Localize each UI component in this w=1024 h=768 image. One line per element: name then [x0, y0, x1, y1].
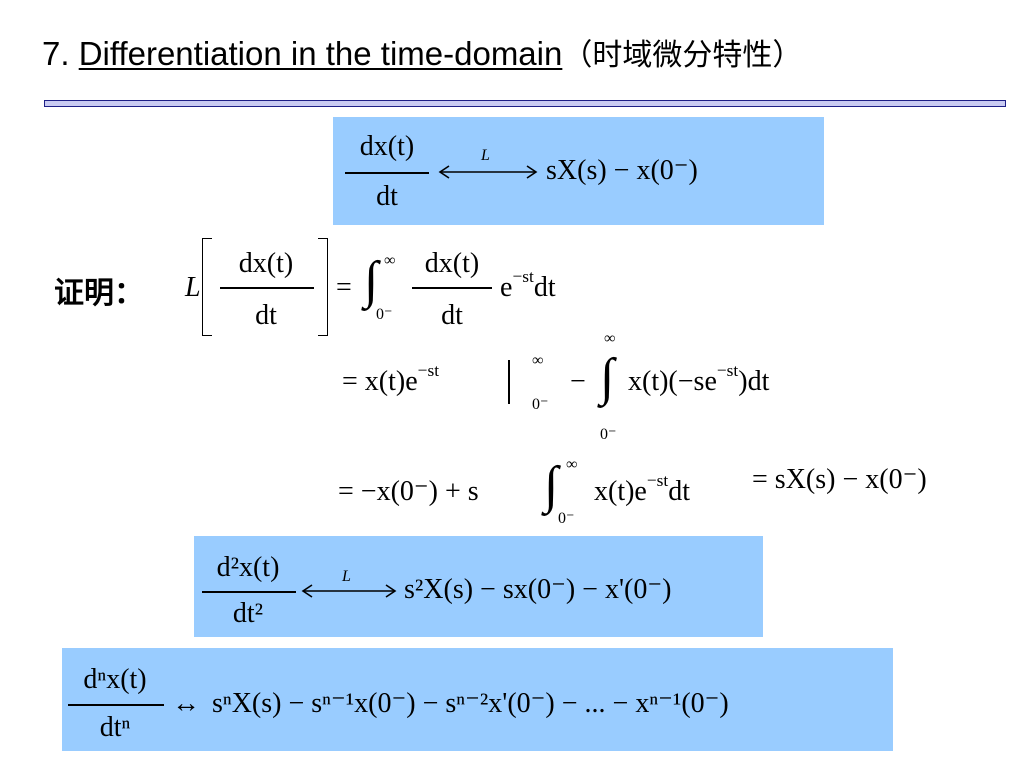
fraction-denominator: dt²: [232, 598, 264, 629]
laplace-arrow-icon: [301, 584, 397, 598]
proof-fraction-bar: [220, 287, 314, 289]
by-parts-boundary-term: = x(t)e−st: [342, 361, 440, 397]
slide-title: 7. Differentiation in the time-domain（时域…: [42, 30, 802, 74]
integral-sign: ∫: [600, 349, 615, 406]
integrand-denominator: dt: [441, 300, 463, 331]
fraction-numerator: dⁿx(t): [83, 664, 147, 695]
integral-upper-limit: ∞: [384, 252, 396, 269]
formula-box-second-derivative: d²x(t) dt² L s²X(s) − sx(0⁻) − x'(0⁻): [194, 536, 763, 637]
left-bracket: [202, 238, 212, 336]
evaluation-upper-limit: ∞: [532, 352, 544, 369]
kernel-term: e−stdt: [500, 267, 556, 303]
integrand-fraction-bar: [412, 287, 492, 289]
integral-lower-limit: 0⁻: [376, 306, 393, 323]
right-bracket: [318, 238, 328, 336]
transform-result: sⁿX(s) − sⁿ⁻¹x(0⁻) − sⁿ⁻²x'(0⁻) − ... − …: [212, 688, 729, 719]
integral-lower-limit: 0⁻: [600, 426, 617, 443]
simplified-boundary-term: = −x(0⁻) + s: [338, 476, 479, 507]
proof-result: = sX(s) − x(0⁻): [752, 464, 927, 495]
integral-upper-limit: ∞: [604, 330, 616, 347]
integral-sign: ∫: [544, 457, 559, 514]
transform-pair-arrow: ↔: [172, 688, 200, 719]
fraction-denominator: dt: [376, 181, 398, 212]
title-number: 7.: [42, 35, 70, 72]
fraction-bar: [345, 172, 429, 174]
fraction-bar: [202, 591, 296, 593]
proof-fraction-denominator: dt: [255, 300, 277, 331]
formula-box-first-derivative: dx(t) dt L sX(s) − x(0⁻): [333, 117, 824, 225]
remaining-integral-term: x(t)e−stdt: [594, 471, 691, 507]
title-chinese: （时域微分特性）: [562, 38, 803, 73]
proof-fraction-numerator: dx(t): [238, 248, 294, 279]
equals-sign: =: [336, 272, 352, 303]
integrand-numerator: dx(t): [424, 248, 480, 279]
laplace-operator: L: [185, 272, 201, 303]
fraction-numerator: d²x(t): [216, 552, 280, 583]
transform-result: s²X(s) − sx(0⁻) − x'(0⁻): [404, 574, 672, 605]
evaluation-bar: [508, 360, 510, 404]
laplace-arrow-icon: [438, 165, 538, 179]
integral-upper-limit: ∞: [566, 456, 578, 473]
fraction-denominator: dtⁿ: [99, 712, 131, 743]
laplace-operator-label: L: [481, 147, 490, 164]
laplace-operator-label: L: [342, 568, 351, 585]
title-text: Differentiation in the time-domain: [78, 35, 563, 72]
fraction-numerator: dx(t): [359, 131, 415, 162]
integral-lower-limit: 0⁻: [558, 510, 575, 527]
by-parts-integral-term: x(t)(−se−st)dt: [628, 361, 770, 397]
integral-sign: ∫: [364, 252, 379, 309]
proof-label: 证明：: [54, 276, 144, 311]
transform-result: sX(s) − x(0⁻): [546, 155, 698, 186]
title-divider: [44, 100, 1006, 107]
fraction-bar: [68, 704, 164, 706]
evaluation-lower-limit: 0⁻: [532, 396, 549, 413]
minus-sign: −: [570, 366, 586, 397]
formula-box-nth-derivative: dⁿx(t) dtⁿ ↔ sⁿX(s) − sⁿ⁻¹x(0⁻) − sⁿ⁻²x'…: [62, 648, 893, 751]
